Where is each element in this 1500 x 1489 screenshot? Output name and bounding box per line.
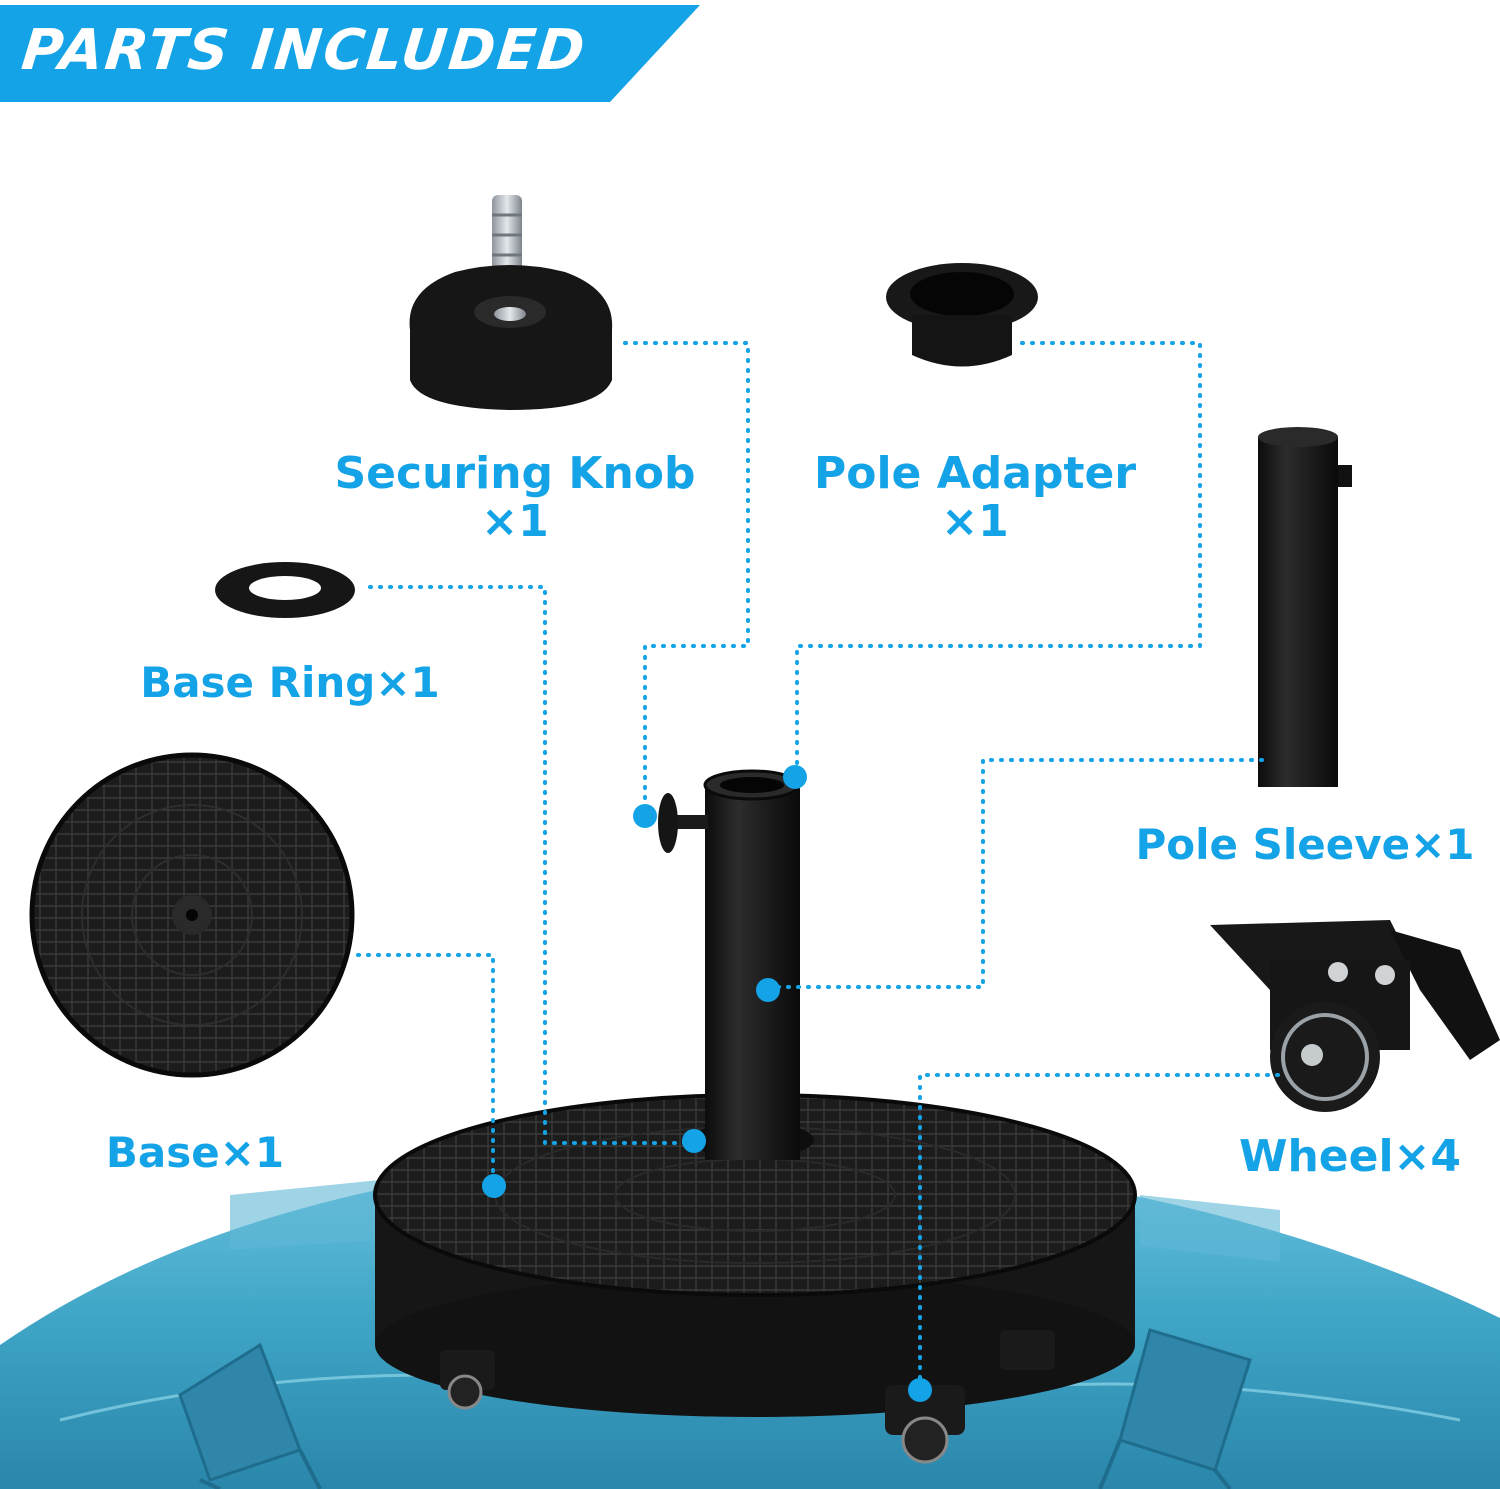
leader-base xyxy=(356,953,495,1187)
label-pole-sleeve: Pole Sleeve×1 xyxy=(1135,820,1475,869)
leader-dots xyxy=(482,765,932,1402)
base-ring-illustration xyxy=(215,562,355,618)
assembled-pole xyxy=(658,769,801,1160)
dot-base xyxy=(482,1174,506,1198)
banner-title: PARTS INCLUDED xyxy=(18,18,590,83)
leader-pole-adapter xyxy=(795,341,1202,777)
patio-chair-right xyxy=(1098,1328,1252,1489)
securing-knob-illustration xyxy=(409,195,613,410)
base-wheel-center xyxy=(885,1385,965,1464)
label-base: Base×1 xyxy=(105,1128,285,1177)
pole-sleeve-illustration xyxy=(1258,427,1352,787)
caster-wheel-illustration xyxy=(1210,920,1500,1112)
label-securing-knob: Securing Knob ×1 xyxy=(334,448,696,547)
label-base-ring: Base Ring×1 xyxy=(140,658,440,707)
title-banner xyxy=(0,5,700,102)
leader-wheel xyxy=(918,1073,1280,1392)
base-wheel-left xyxy=(440,1350,495,1410)
leader-lines xyxy=(356,341,1280,1392)
dot-base-ring xyxy=(682,1129,706,1153)
dot-securing-knob xyxy=(633,804,657,828)
base-disc-illustration xyxy=(29,752,355,1078)
label-pole-adapter: Pole Adapter ×1 xyxy=(813,448,1137,547)
label-wheel: Wheel×4 xyxy=(1238,1131,1462,1182)
leader-securing-knob xyxy=(623,341,750,818)
dot-pole-adapter xyxy=(783,765,807,789)
pole-adapter-illustration xyxy=(886,263,1038,367)
leader-pole-sleeve xyxy=(768,758,1264,989)
dot-pole-sleeve xyxy=(756,978,780,1002)
base-wheel-right xyxy=(1000,1330,1055,1370)
leader-base-ring xyxy=(368,585,694,1145)
patio-chair-left xyxy=(178,1342,322,1489)
dot-wheel xyxy=(908,1378,932,1402)
